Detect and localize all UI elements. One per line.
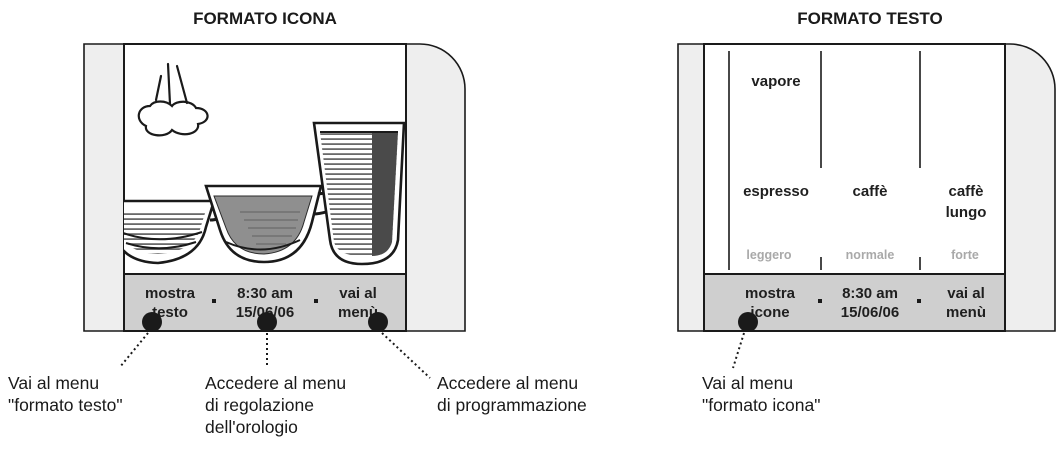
show-icons-button[interactable] xyxy=(738,312,758,332)
menu-grid-dividers xyxy=(728,51,921,270)
menu-item-espresso[interactable]: espresso xyxy=(743,183,809,200)
clock-settings-button[interactable] xyxy=(257,312,277,332)
show-text-label-line2: testo xyxy=(152,304,188,321)
clock-time: 8:30 am xyxy=(237,285,293,302)
callout-text-format-line2: "formato testo" xyxy=(8,395,123,415)
menu-item-long-coffee-line2[interactable]: lungo xyxy=(946,204,987,221)
callout-leaders xyxy=(119,332,431,379)
menu-item-steam[interactable]: vapore xyxy=(751,73,800,90)
callout-leader-icon-format xyxy=(732,332,745,369)
text-format-title: FORMATO TESTO xyxy=(797,9,942,28)
callout-clock-line2: di regolazione xyxy=(205,395,314,415)
separator-dot xyxy=(314,299,318,303)
menu-item-coffee[interactable]: caffè xyxy=(852,183,887,200)
callout-program-line2: di programmazione xyxy=(437,395,587,415)
go-to-menu-label-line1: vai al xyxy=(339,285,377,302)
clock-date-text-format: 15/06/06 xyxy=(841,304,899,321)
go-to-menu-text-format-line1: vai al xyxy=(947,285,985,302)
go-to-menu-text-format-line2: menù xyxy=(946,304,986,321)
show-text-button[interactable] xyxy=(142,312,162,332)
callout-program-line1: Accedere al menu xyxy=(437,373,578,393)
callout-clock-line3: dell'orologio xyxy=(205,417,298,437)
menu-item-long-coffee-line1[interactable]: caffè xyxy=(948,183,983,200)
strength-normal: normale xyxy=(846,248,895,262)
strength-mild: leggero xyxy=(746,248,792,262)
separator-dot xyxy=(917,299,921,303)
separator-dot xyxy=(212,299,216,303)
callout-icon-format-line1: Vai al menu xyxy=(702,373,793,393)
strength-strong: forte xyxy=(951,248,979,262)
show-icons-label-line2: icone xyxy=(750,304,789,321)
icon-format-title: FORMATO ICONA xyxy=(193,9,337,28)
steam-icon[interactable] xyxy=(137,62,209,137)
callout-icon-format-line2: "formato icona" xyxy=(702,395,820,415)
show-icons-label-line1: mostra xyxy=(745,285,796,302)
clock-time-text-format: 8:30 am xyxy=(842,285,898,302)
callout-text-format-line1: Vai al menu xyxy=(8,373,99,393)
long-coffee-glass-icon[interactable] xyxy=(312,121,406,266)
callout-clock-line1: Accedere al menu xyxy=(205,373,346,393)
espresso-cup-icon[interactable] xyxy=(115,199,226,265)
separator-dot xyxy=(818,299,822,303)
program-menu-button[interactable] xyxy=(368,312,388,332)
go-to-menu-label-line2: menù xyxy=(338,304,378,321)
show-text-label-line1: mostra xyxy=(145,285,196,302)
